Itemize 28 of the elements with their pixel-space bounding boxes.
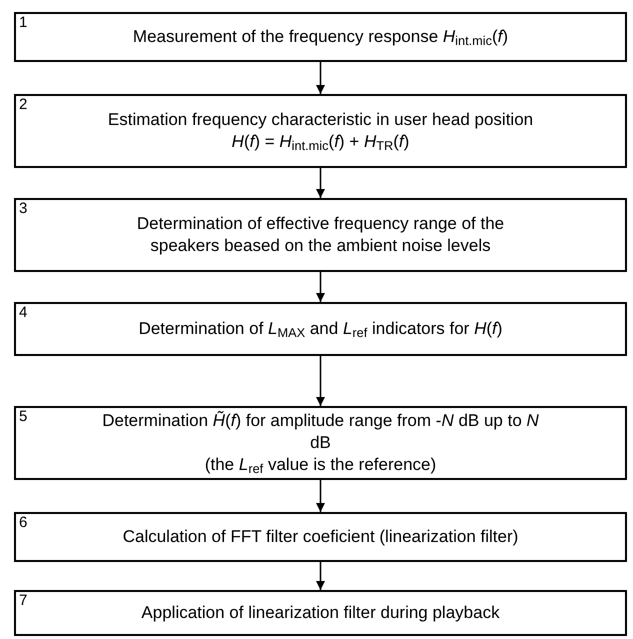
step-text: Estimation frequency characteristic in user head position xyxy=(106,109,534,131)
step-text: (the L$_{ref}$ value is the reference) xyxy=(204,454,438,476)
arrow xyxy=(316,480,325,512)
arrow xyxy=(316,168,325,198)
step-box xyxy=(14,512,627,562)
arrow xyxy=(316,272,325,302)
step-number: 7 xyxy=(19,593,28,608)
arrow xyxy=(316,356,325,406)
step-text: Determination of effective frequency range of the speakers beased on the ambient noise levels xyxy=(136,213,506,257)
step-text: Measurement of the frequency response H$_{int.mic}$(f) xyxy=(132,26,510,48)
step-box xyxy=(14,94,627,168)
step-number: 4 xyxy=(19,305,28,320)
step-box xyxy=(14,12,627,62)
step-text: Determination of L$_{MAX}$ and L$_{ref}$ indicators for H(f) xyxy=(138,318,504,340)
step-number: 2 xyxy=(19,97,28,112)
step-text: Calculation of FFT filter coeficient (linearization filter) xyxy=(122,526,520,548)
arrow xyxy=(316,62,325,94)
step-box xyxy=(14,406,627,480)
step-number: 3 xyxy=(19,201,28,216)
step-number: 5 xyxy=(19,409,28,424)
step-box xyxy=(14,590,627,636)
step-box xyxy=(14,302,627,356)
step-text: H(f) = H$_{int.mic}$(f) + H$_{TR}$(f) xyxy=(230,131,410,153)
step-box xyxy=(14,198,627,272)
step-number: 1 xyxy=(19,15,28,30)
step-number: 6 xyxy=(19,515,28,530)
step-text: Application of linearization filter during playback xyxy=(140,602,501,624)
arrow xyxy=(316,562,325,590)
